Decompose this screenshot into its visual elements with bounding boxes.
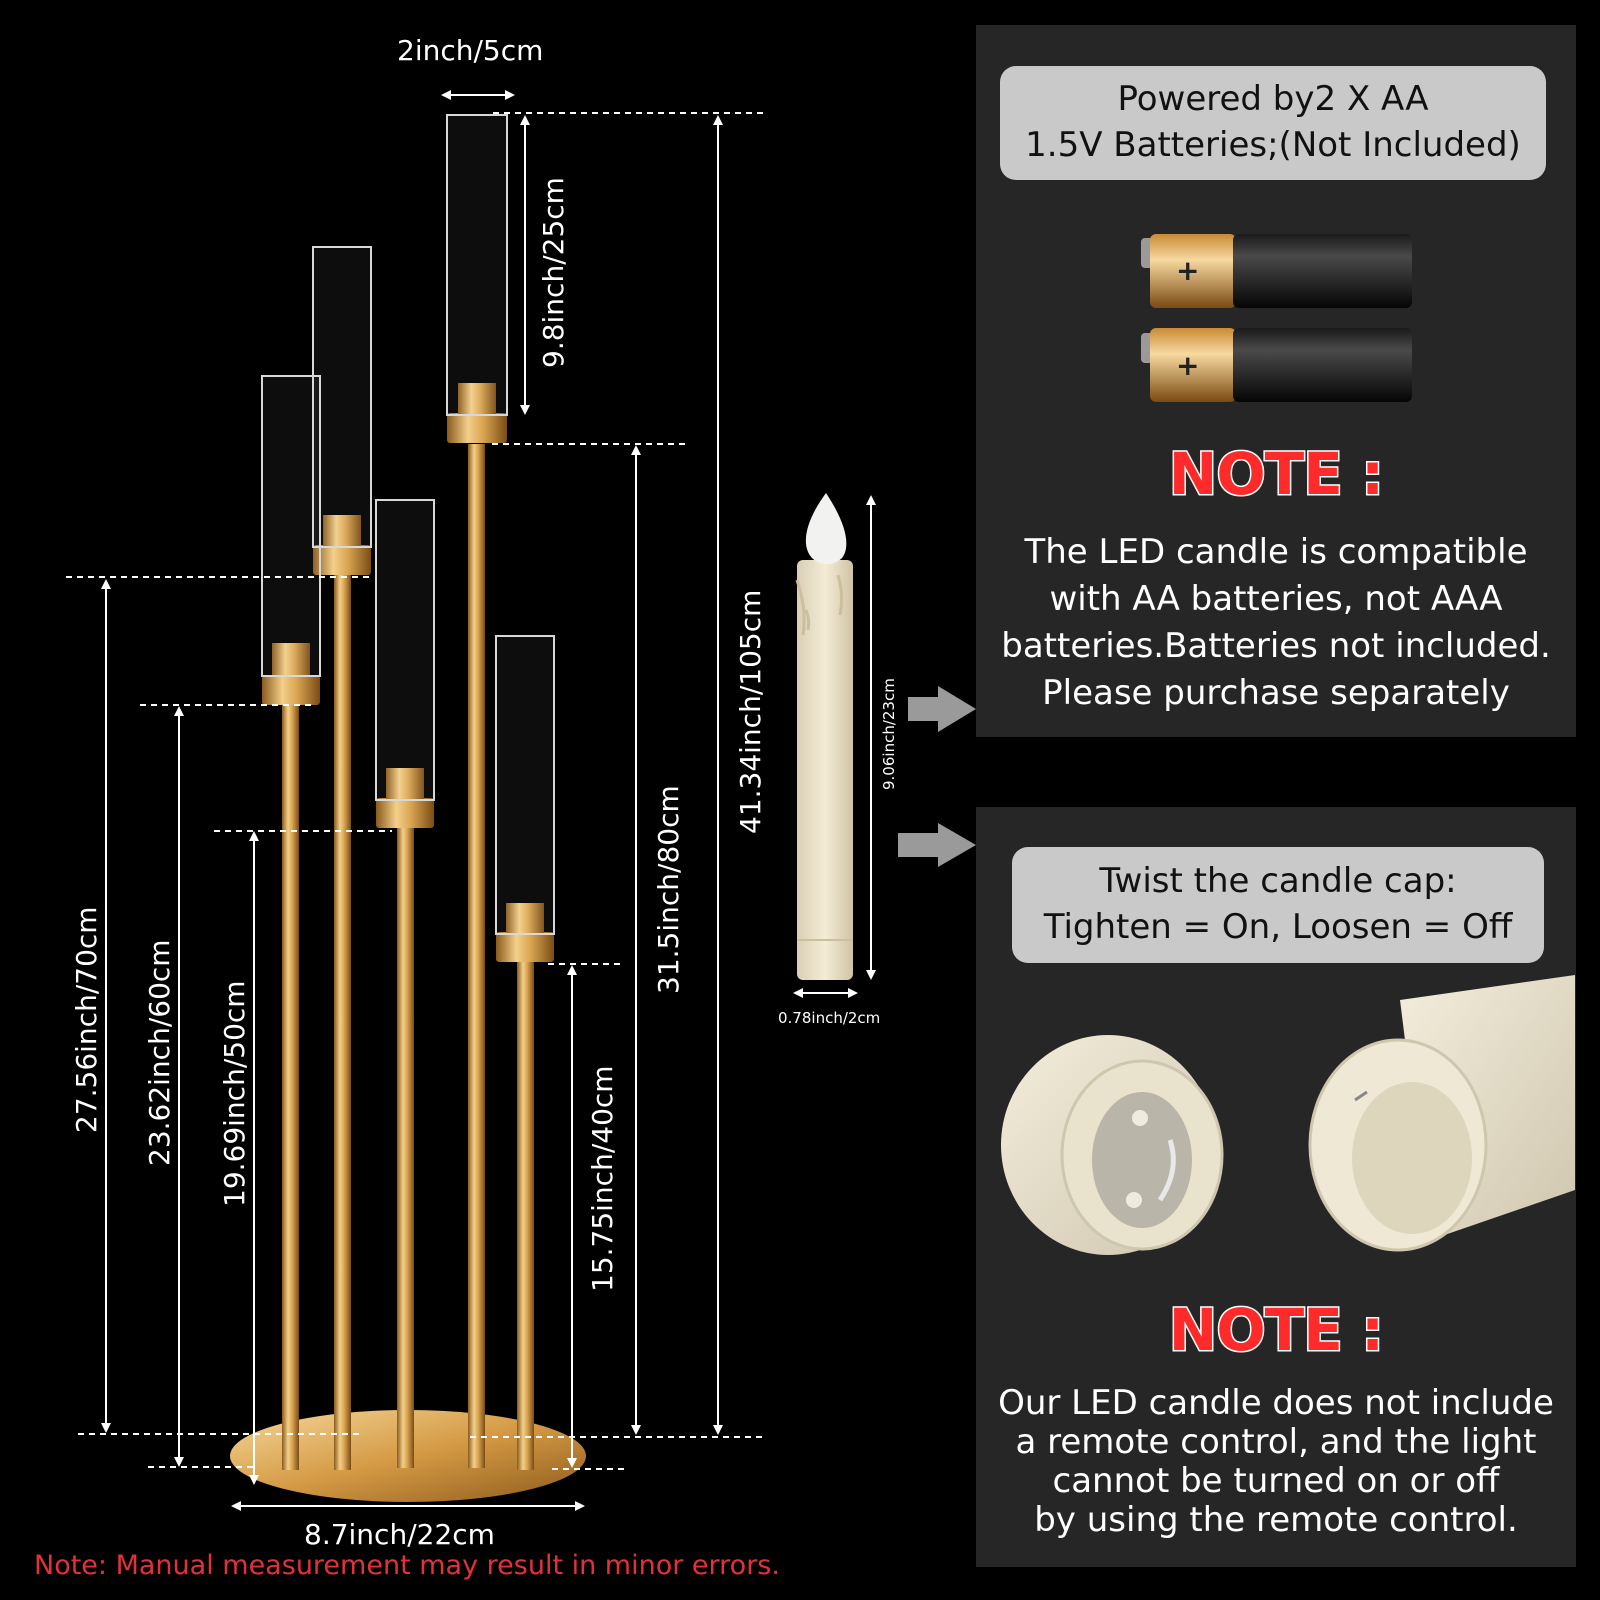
base-width-label: 8.7inch/22cm — [304, 1518, 495, 1551]
candle-height-label: 9.06inch/23cm — [880, 678, 898, 790]
note-line: Please purchase separately — [1042, 673, 1510, 713]
candle-cap-tube-image — [1308, 975, 1575, 1252]
note-line: with AA batteries, not AAA — [1049, 579, 1503, 619]
candelabra — [230, 114, 586, 1502]
note-line: Our LED candle does not include — [998, 1383, 1554, 1423]
plus-icon: + — [1176, 349, 1200, 382]
tube-height-label: 9.8inch/25cm — [537, 177, 570, 368]
cap-info-line2: Tighten = On, Loosen = Off — [1043, 907, 1513, 947]
tube-width-label: 2inch/5cm — [397, 34, 544, 67]
battery-note: NOTE : — [976, 439, 1576, 520]
cap-info-pill: Twist the candle cap: Tighten = On, Loos… — [1012, 847, 1544, 963]
arm-50-height-label: 19.69inch/50cm — [218, 980, 251, 1207]
arm-60-height-label: 23.62inch/60cm — [143, 939, 176, 1166]
glass-tubes — [261, 114, 555, 935]
candle-cup — [447, 383, 507, 443]
battery-info-line2: 1.5V Batteries;(Not Included) — [1025, 125, 1521, 165]
aa-battery-icon — [1141, 328, 1412, 402]
total-height-label: 41.34inch/105cm — [734, 589, 767, 834]
arrow-right-icon — [908, 686, 976, 732]
flame-icon — [805, 493, 847, 564]
battery-note-text: The LED candle is compatible with AA bat… — [976, 529, 1576, 717]
arm-40-height-label: 15.75inch/40cm — [586, 1065, 619, 1292]
candle-dimension-lines — [793, 495, 876, 998]
note-line: cannot be turned on or off — [1052, 1461, 1500, 1501]
measurement-footnote: Note: Manual measurement may result in m… — [34, 1550, 780, 1581]
note-line: by using the remote control. — [1034, 1500, 1518, 1540]
battery-info-pill: Powered by2 X AA 1.5V Batteries;(Not Inc… — [1000, 66, 1546, 180]
candle-cap-base-image — [1001, 1035, 1224, 1255]
cap-info-line1: Twist the candle cap: — [1099, 861, 1457, 901]
note-line: The LED candle is compatible — [1024, 532, 1528, 572]
cap-note: NOTE : — [976, 1295, 1576, 1376]
candle-width-label: 0.78inch/2cm — [778, 1009, 881, 1027]
led-candle — [795, 493, 853, 980]
note-title: NOTE : — [1167, 439, 1385, 510]
arrow-right-icon — [898, 823, 976, 867]
candle-cup — [496, 903, 554, 962]
note-title: NOTE : — [1167, 1295, 1385, 1366]
note-line: batteries.Batteries not included. — [1001, 626, 1551, 666]
pointer-arrows — [898, 686, 976, 867]
aa-battery-icon — [1141, 234, 1412, 308]
plus-icon: + — [1176, 254, 1200, 287]
candle-cup — [376, 768, 434, 828]
dimension-lines — [66, 90, 766, 1511]
candle-cup — [262, 643, 320, 705]
cap-note-text: Our LED candle does not include a remote… — [976, 1384, 1576, 1540]
arm-70-height-label: 27.56inch/70cm — [70, 906, 103, 1133]
battery-info-line1: Powered by2 X AA — [1117, 79, 1429, 119]
candle-cup — [313, 515, 371, 575]
arm-80-height-label: 31.5inch/80cm — [652, 785, 685, 994]
note-line: a remote control, and the light — [1015, 1422, 1537, 1462]
